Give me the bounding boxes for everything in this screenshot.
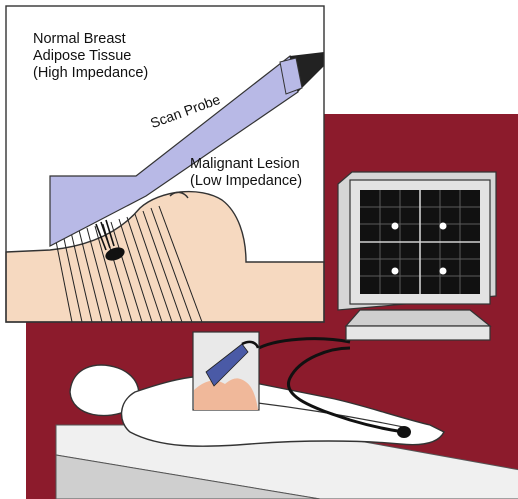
normal-tissue-line-2: Adipose Tissue [33,48,148,65]
normal-tissue-label: Normal Breast Adipose Tissue (High Imped… [33,31,148,82]
malignant-line-2: (Low Impedance) [190,173,302,190]
normal-tissue-line-1: Normal Breast [33,31,148,48]
malignant-lesion-label: Malignant Lesion (Low Impedance) [190,156,302,190]
normal-tissue-line-3: (High Impedance) [33,65,148,82]
malignant-line-1: Malignant Lesion [190,156,302,173]
inset-zoom [193,332,259,410]
monitor-icon [338,172,496,340]
